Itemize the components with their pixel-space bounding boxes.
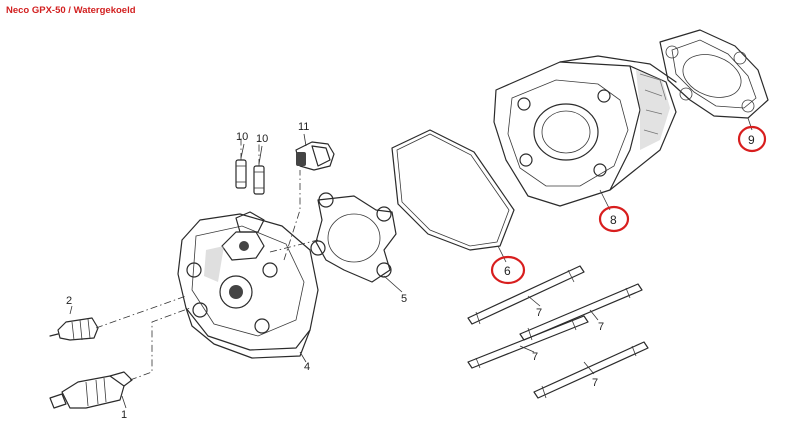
part-number-2: 2: [66, 295, 72, 307]
part-number-1: 1: [121, 409, 127, 421]
highlight-ring-6: [490, 255, 526, 285]
part-number-11: 11: [298, 121, 309, 133]
spark-plug-1: [49, 371, 133, 409]
dowel-pin-b: [253, 165, 265, 195]
part-number-7d: 7: [592, 377, 598, 389]
part-number-10a: 10: [236, 131, 248, 143]
highlight-ring-9: [737, 125, 767, 153]
stud-bolt-a: [467, 265, 585, 325]
temperature-sensor: [295, 141, 335, 171]
highlight-ring-8: [598, 205, 630, 233]
head-gasket: [310, 192, 397, 283]
part-number-10b: 10: [256, 133, 268, 145]
part-number-5: 5: [401, 293, 407, 305]
part-number-9: 9: [748, 133, 755, 147]
base-gasket: [659, 29, 769, 119]
cylinder-head: [177, 211, 319, 359]
stud-bolt-d: [533, 341, 649, 399]
cylinder: [493, 55, 677, 207]
stud-bolt-c: [467, 315, 589, 369]
part-number-7b: 7: [598, 321, 604, 333]
part-number-4: 4: [304, 361, 310, 373]
spark-plug-2: [49, 317, 99, 341]
part-number-6: 6: [504, 264, 511, 278]
o-ring-gasket: [391, 129, 515, 251]
leader-lines: [69, 117, 753, 409]
stud-bolt-b: [519, 283, 643, 341]
part-number-7a: 7: [536, 307, 542, 319]
dowel-pin-a: [235, 159, 247, 189]
part-number-7c: 7: [532, 351, 538, 363]
diagram-title: Neco GPX-50 / Watergekoeld: [6, 5, 136, 16]
part-number-8: 8: [610, 213, 617, 227]
